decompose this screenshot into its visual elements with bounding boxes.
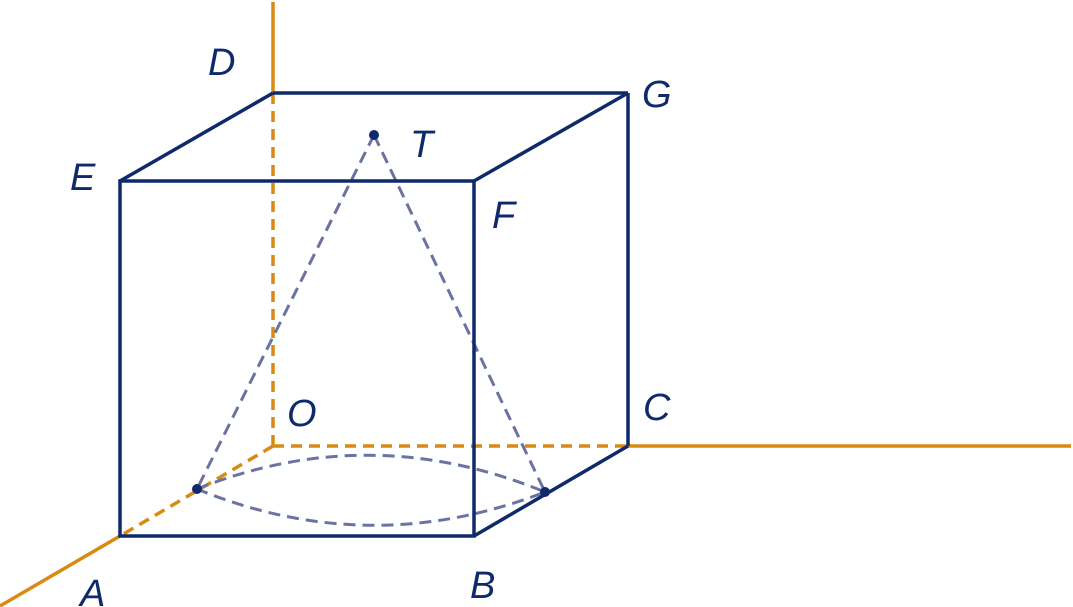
x-axis-hidden: [119, 444, 274, 538]
label-A: A: [78, 573, 105, 607]
label-C: C: [643, 387, 671, 429]
x-axis-solid: [0, 534, 121, 607]
point-base-left: [192, 484, 202, 494]
edge-E-D: [119, 91, 274, 183]
front-face: [118, 179, 476, 538]
edge-B-C: [473, 444, 629, 538]
label-E: E: [70, 157, 96, 199]
label-O: O: [287, 393, 317, 435]
cone: [192, 134, 550, 527]
label-F: F: [492, 195, 517, 237]
edge-G-F: [473, 91, 629, 183]
cone-base-ellipse: [192, 453, 550, 527]
label-T: T: [410, 124, 436, 166]
label-D: D: [208, 42, 235, 84]
label-G: G: [642, 74, 672, 116]
vertex-labels: D G T E F O C A B: [70, 42, 672, 607]
cube-edges: [118, 91, 630, 538]
point-T: [369, 130, 379, 140]
label-B: B: [470, 565, 495, 607]
cone-side-right: [372, 134, 547, 493]
point-base-right: [540, 487, 550, 497]
points: [192, 130, 550, 497]
cone-side-left: [195, 134, 376, 490]
